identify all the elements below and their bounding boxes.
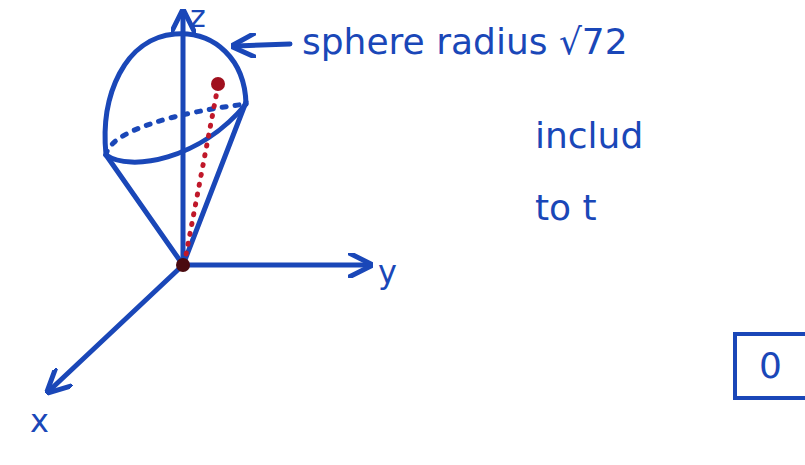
y-axis [183,263,368,268]
x-axis [50,265,183,390]
radius-line [185,86,218,260]
axis-label: y [378,256,397,288]
origin-point [176,258,190,272]
z-axis [181,14,186,265]
note-text: to t [535,190,597,226]
cone-rim [106,104,246,162]
pointer-arrow [236,44,290,46]
answer-box: 0 [733,332,805,400]
note-text: includ [535,118,643,154]
box-text: 0 [737,336,805,396]
sphere-cap [105,34,246,155]
cone-side [106,155,183,265]
cone-rim-back [106,104,246,155]
annotation: sphere radius √72 [302,24,628,60]
point-on-sphere [211,77,225,91]
axis-label: z [190,2,206,32]
cone-side [183,102,246,265]
axis-label: x [30,405,49,437]
